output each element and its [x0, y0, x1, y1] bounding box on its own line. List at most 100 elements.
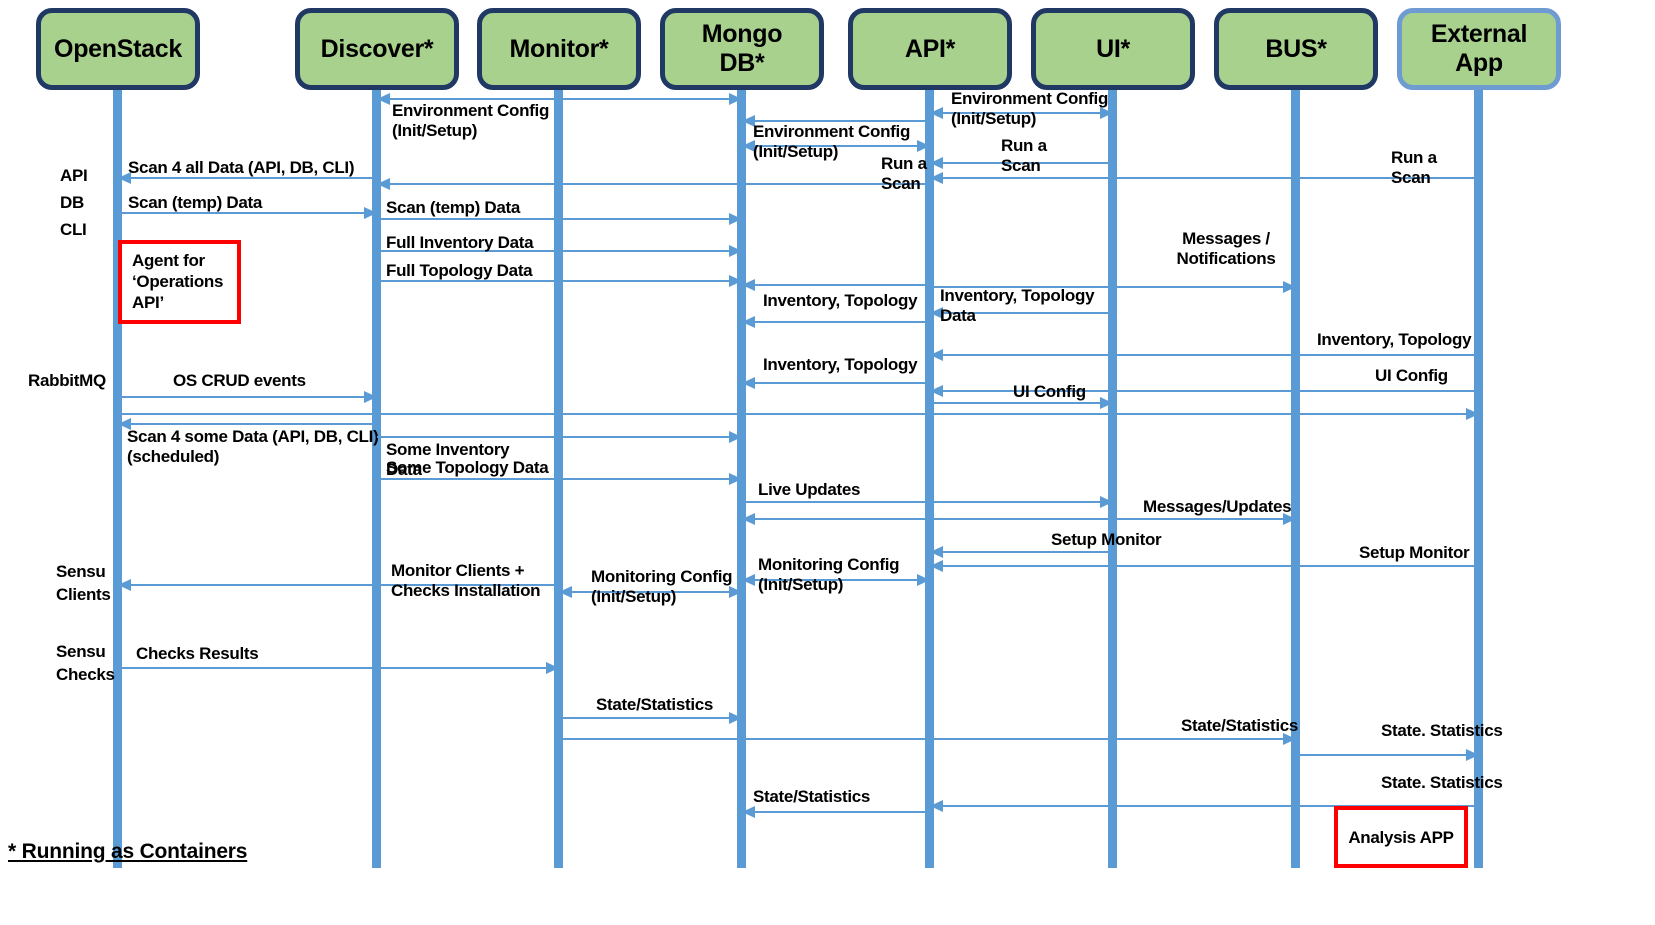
arrowhead-icon — [930, 107, 943, 119]
arrowhead-icon — [364, 207, 377, 219]
message-line-api-to-ui — [930, 402, 1113, 404]
arrowhead-icon — [742, 806, 755, 818]
message-label: Setup Monitor — [1051, 530, 1162, 549]
arrowhead-icon — [559, 586, 572, 598]
arrowhead-icon — [1100, 397, 1113, 409]
actor-box-bus: BUS* — [1214, 8, 1378, 90]
message-line-external-to-api — [930, 177, 1479, 179]
side-label-sensu-clients: Sensu Clients — [56, 562, 111, 604]
message-label: Setup Monitor — [1359, 543, 1470, 562]
arrowhead-icon — [118, 579, 131, 591]
message-label: State/Statistics — [596, 695, 714, 714]
arrowhead-icon — [930, 172, 943, 184]
message-line-discover-to-openstack — [118, 177, 377, 179]
arrowhead-icon — [742, 574, 755, 586]
arrowhead-icon — [742, 513, 755, 525]
actor-box-discover: Discover* — [295, 8, 459, 90]
actor-box-external: External App — [1397, 8, 1561, 90]
message-line-external-to-api — [930, 805, 1479, 807]
message-line-openstack-to-discover — [118, 212, 377, 214]
message-label: Messages / Notifications — [1176, 229, 1276, 268]
actor-box-monitor: Monitor* — [477, 8, 641, 90]
lifeline-discover — [372, 88, 381, 868]
arrowhead-icon — [1466, 408, 1479, 420]
message-line-mongodb-to-bus — [742, 518, 1296, 520]
side-label-api-db-cli: API DB CLI — [60, 166, 88, 239]
arrowhead-icon — [377, 178, 390, 190]
arrowhead-icon — [729, 431, 742, 443]
arrowhead-icon — [930, 546, 943, 558]
message-line-api-to-mongodb — [742, 811, 930, 813]
arrowhead-icon — [930, 157, 943, 169]
message-line-discover-to-mongodb — [377, 478, 742, 480]
message-line-api-to-mongodb — [742, 284, 930, 286]
arrowhead-icon — [930, 349, 943, 361]
message-line-api-to-mongodb — [742, 321, 930, 323]
message-line-openstack-to-monitor — [118, 667, 559, 669]
message-label: Run a Scan — [881, 154, 927, 193]
message-label: Environment Config (Init/Setup) — [753, 122, 911, 161]
message-label: Monitoring Config (Init/Setup) — [591, 567, 733, 606]
arrowhead-icon — [364, 391, 377, 403]
arrowhead-icon — [930, 800, 943, 812]
message-label: Monitor Clients + Checks Installation — [391, 561, 541, 600]
message-label: Monitoring Config (Init/Setup) — [758, 555, 900, 594]
message-line-mongodb-to-api — [742, 145, 930, 147]
arrowhead-icon — [917, 140, 930, 152]
side-label-rabbitmq: RabbitMQ — [28, 371, 106, 390]
message-label: State/Statistics — [1181, 716, 1299, 735]
footer-note: * Running as Containers — [8, 840, 248, 863]
message-line-openstack-to-discover — [118, 396, 377, 398]
message-line-ui-to-api — [930, 312, 1113, 314]
message-line-mongodb-to-api — [742, 579, 930, 581]
message-label: Environment Config (Init/Setup) — [392, 101, 550, 140]
agent-note: Agent for ‘Operations API’ — [118, 240, 241, 324]
message-line-external-to-api — [930, 565, 1479, 567]
arrowhead-icon — [742, 377, 755, 389]
lifeline-api — [925, 88, 934, 868]
message-label: Inventory, Topology — [763, 291, 918, 310]
arrowhead-icon — [1283, 513, 1296, 525]
arrowhead-icon — [742, 279, 755, 291]
message-line-ui-to-api — [930, 551, 1113, 553]
arrowhead-icon — [1283, 733, 1296, 745]
lifeline-bus — [1291, 88, 1300, 868]
message-line-api-to-discover — [377, 183, 930, 185]
analysis-note: Analysis APP — [1334, 806, 1468, 868]
message-label: Messages/Updates — [1143, 497, 1292, 516]
arrowhead-icon — [742, 115, 755, 127]
message-line-api-to-bus — [930, 286, 1296, 288]
arrowhead-icon — [729, 586, 742, 598]
message-label: Scan 4 some Data (API, DB, CLI) (schedul… — [127, 427, 379, 466]
message-line-monitor-to-bus — [559, 738, 1296, 740]
arrowhead-icon — [729, 712, 742, 724]
message-line-monitor-to-mongodb — [559, 717, 742, 719]
arrowhead-icon — [118, 418, 131, 430]
message-label: Full Inventory Data — [386, 233, 534, 252]
message-line-monitor-to-mongodb — [559, 591, 742, 593]
message-label: Live Updates — [758, 480, 861, 499]
message-line-external-to-api — [930, 390, 1479, 392]
message-label: Inventory, Topology Data — [940, 286, 1095, 325]
actor-box-api: API* — [848, 8, 1012, 90]
message-label: Environment Config (Init/Setup) — [951, 89, 1109, 128]
arrowhead-icon — [729, 245, 742, 257]
message-label: Checks Results — [136, 644, 259, 663]
message-label: Some Topology Data — [386, 458, 549, 477]
message-label: Scan 4 all Data (API, DB, CLI) — [128, 158, 355, 177]
arrowhead-icon — [742, 316, 755, 328]
lifeline-external — [1474, 88, 1483, 868]
message-label: Full Topology Data — [386, 261, 533, 280]
message-line-discover-to-mongodb — [377, 250, 742, 252]
message-label: UI Config — [1013, 382, 1086, 401]
message-label: OS CRUD events — [173, 371, 306, 390]
arrowhead-icon — [1283, 281, 1296, 293]
message-line-api-to-mongodb — [742, 382, 930, 384]
arrowhead-icon — [930, 385, 943, 397]
actor-box-mongodb: Mongo DB* — [660, 8, 824, 90]
message-line-bus-to-external — [1296, 754, 1479, 756]
arrowhead-icon — [729, 473, 742, 485]
message-line-discover-to-mongodb — [377, 98, 742, 100]
message-line-discover-to-mongodb — [377, 280, 742, 282]
arrowhead-icon — [930, 307, 943, 319]
